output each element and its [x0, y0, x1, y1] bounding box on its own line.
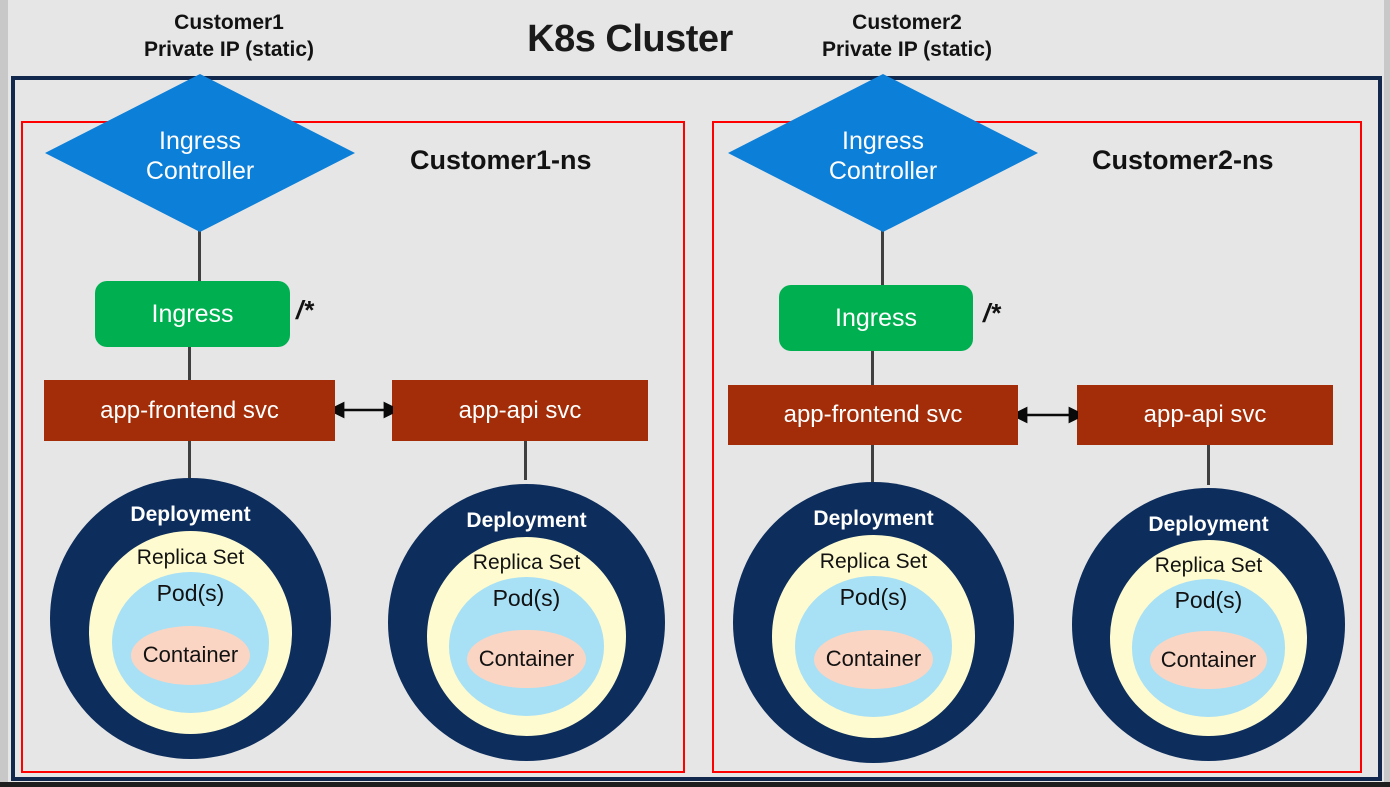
- service-label: app-frontend svc: [100, 396, 279, 424]
- connector-api-to-deployment-2: [1207, 443, 1210, 485]
- right-gutter: [1384, 0, 1390, 787]
- replica-set-circle: Replica Set Pod(s) Container: [772, 535, 975, 738]
- container-circle: Container: [467, 629, 586, 689]
- replica-set-label: Replica Set: [819, 549, 928, 573]
- deployment-label: Deployment: [130, 503, 251, 527]
- service-box-app-frontend[interactable]: app-frontend svc: [44, 380, 335, 441]
- pod-circle: Pod(s) Container: [111, 571, 270, 714]
- ingress-box[interactable]: Ingress: [95, 281, 290, 347]
- connector-ingress-to-frontend-2: [871, 348, 874, 388]
- ingress-controller-label-line2: Controller: [145, 157, 255, 185]
- deployment-circle: Deployment Replica Set Pod(s) Container: [733, 482, 1014, 763]
- replica-set-circle: Replica Set Pod(s) Container: [89, 531, 292, 734]
- namespace-box-customer2: [712, 121, 1362, 773]
- ingress-box[interactable]: Ingress: [779, 285, 973, 351]
- replica-set-label: Replica Set: [1154, 553, 1263, 577]
- left-gutter: [0, 0, 8, 787]
- customer2-caption-line2: Private IP (static): [822, 37, 993, 61]
- ingress-label: Ingress: [835, 303, 917, 332]
- k8s-cluster-box: [11, 76, 1382, 781]
- connector-api-to-deployment-1: [524, 438, 527, 480]
- customer1-caption-line1: Customer1: [174, 11, 284, 34]
- page-title: K8s Cluster: [527, 18, 733, 60]
- deployment-label: Deployment: [813, 507, 934, 531]
- container-label: Container: [478, 645, 575, 671]
- connector-ic-to-ingress-1: [198, 228, 201, 284]
- pod-label: Pod(s): [156, 580, 225, 607]
- service-box-app-api[interactable]: app-api svc: [1077, 385, 1333, 445]
- pod-circle: Pod(s) Container: [448, 576, 605, 717]
- ingress-path-rule: /*: [983, 298, 1001, 328]
- container-label: Container: [825, 646, 922, 672]
- service-label: app-api svc: [458, 396, 582, 424]
- service-label: app-frontend svc: [783, 401, 963, 428]
- service-box-app-frontend[interactable]: app-frontend svc: [728, 385, 1018, 445]
- ingress-path-rule: /*: [296, 295, 314, 325]
- namespace-label-customer1: Customer1-ns: [410, 145, 592, 175]
- bidirectional-arrow-icon: [1018, 406, 1078, 424]
- pod-circle: Pod(s) Container: [1131, 579, 1286, 717]
- container-label: Container: [1160, 647, 1257, 673]
- deployment-label: Deployment: [1148, 512, 1269, 536]
- replica-set-label: Replica Set: [136, 545, 245, 569]
- container-circle: Container: [813, 629, 934, 690]
- deployment-label: Deployment: [466, 508, 587, 532]
- container-circle: Container: [130, 625, 251, 686]
- deployment-circle: Deployment Replica Set Pod(s) Container: [388, 484, 665, 761]
- ingress-controller-label-line1: Ingress: [842, 126, 924, 155]
- connector-ingress-to-frontend-1: [188, 344, 191, 384]
- service-box-app-api[interactable]: app-api svc: [392, 380, 648, 441]
- customer1-caption-line2: Private IP (static): [144, 37, 315, 61]
- connector-frontend-to-deployment-2: [871, 443, 874, 485]
- connector-frontend-to-deployment-1: [188, 438, 191, 478]
- connector-ic-to-ingress-2: [881, 228, 884, 288]
- namespace-box-customer1: [21, 121, 685, 773]
- replica-set-label: Replica Set: [472, 550, 581, 574]
- ingress-controller-label-line2: Controller: [828, 157, 938, 185]
- pod-label: Pod(s): [1174, 587, 1243, 614]
- container-label: Container: [142, 642, 239, 668]
- pod-label: Pod(s): [839, 584, 908, 611]
- bottom-gutter: [0, 782, 1390, 787]
- pod-label: Pod(s): [492, 584, 561, 611]
- replica-set-circle: Replica Set Pod(s) Container: [426, 536, 627, 737]
- deployment-circle: Deployment Replica Set Pod(s) Container: [1072, 488, 1345, 761]
- bidirectional-arrow-icon: [335, 401, 393, 419]
- customer2-caption-line1: Customer2: [852, 11, 962, 34]
- deployment-circle: Deployment Replica Set Pod(s) Container: [50, 478, 331, 759]
- replica-set-circle: Replica Set Pod(s) Container: [1110, 539, 1307, 737]
- namespace-label-customer2: Customer2-ns: [1092, 145, 1274, 175]
- ingress-label: Ingress: [151, 299, 234, 328]
- container-circle: Container: [1150, 631, 1267, 690]
- pod-circle: Pod(s) Container: [794, 575, 953, 718]
- service-label: app-api svc: [1143, 401, 1267, 428]
- ingress-controller-label-line1: Ingress: [159, 126, 241, 155]
